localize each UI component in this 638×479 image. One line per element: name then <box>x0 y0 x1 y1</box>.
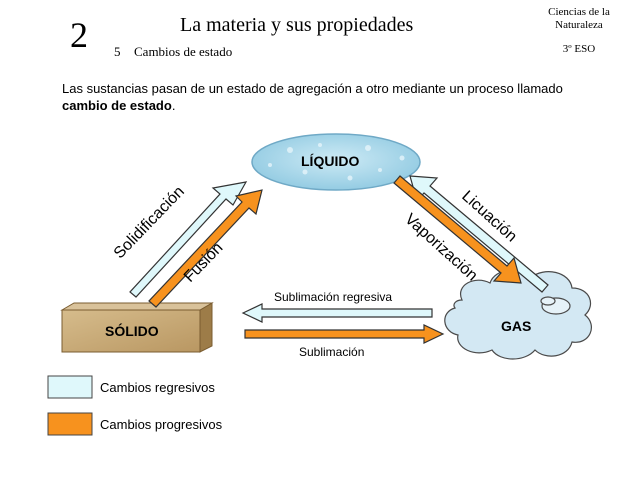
vaporization-arrow <box>393 175 522 284</box>
unit-number: 2 <box>70 15 88 55</box>
subject-line-2: Naturaleza <box>555 19 603 31</box>
intro-bold-term: cambio de estado <box>62 98 172 113</box>
page-title: La materia y sus propiedades <box>180 14 414 36</box>
liquid-label: LÍQUIDO <box>301 153 360 169</box>
solid-block <box>60 302 214 353</box>
intro-paragraph: Las sustancias pasan de un estado de agr… <box>62 80 582 114</box>
section-number: 5 <box>114 44 121 59</box>
solidification-arrow <box>129 181 248 298</box>
sublimation-label: Sublimación <box>299 345 365 359</box>
liquid-blob <box>251 133 421 191</box>
liquid-bubbles <box>268 143 405 181</box>
subject-label: Ciencias de la Naturaleza <box>525 6 633 32</box>
legend-progressive-label: Cambios progresivos <box>100 417 223 432</box>
intro-text: Las sustancias pasan de un estado de agr… <box>62 81 563 96</box>
grade-label: 3º ESO <box>562 43 596 55</box>
legend-regressive-swatch <box>47 375 93 399</box>
section-title: Cambios de estado <box>134 44 233 59</box>
subject-line-1: Ciencias de la <box>548 6 610 18</box>
legend-progressive-swatch <box>47 412 93 436</box>
gas-label: GAS <box>501 318 532 334</box>
sublimation-arrow <box>244 324 445 344</box>
intro-end: . <box>171 98 176 113</box>
solid-label: SÓLIDO <box>105 323 159 339</box>
reverse-sublimation-arrow <box>241 303 433 323</box>
legend-regressive-label: Cambios regresivos <box>100 380 215 395</box>
gas-cloud <box>444 269 592 360</box>
fusion-arrow <box>148 189 263 308</box>
reverse-sublimation-label: Sublimación regresiva <box>274 290 393 304</box>
